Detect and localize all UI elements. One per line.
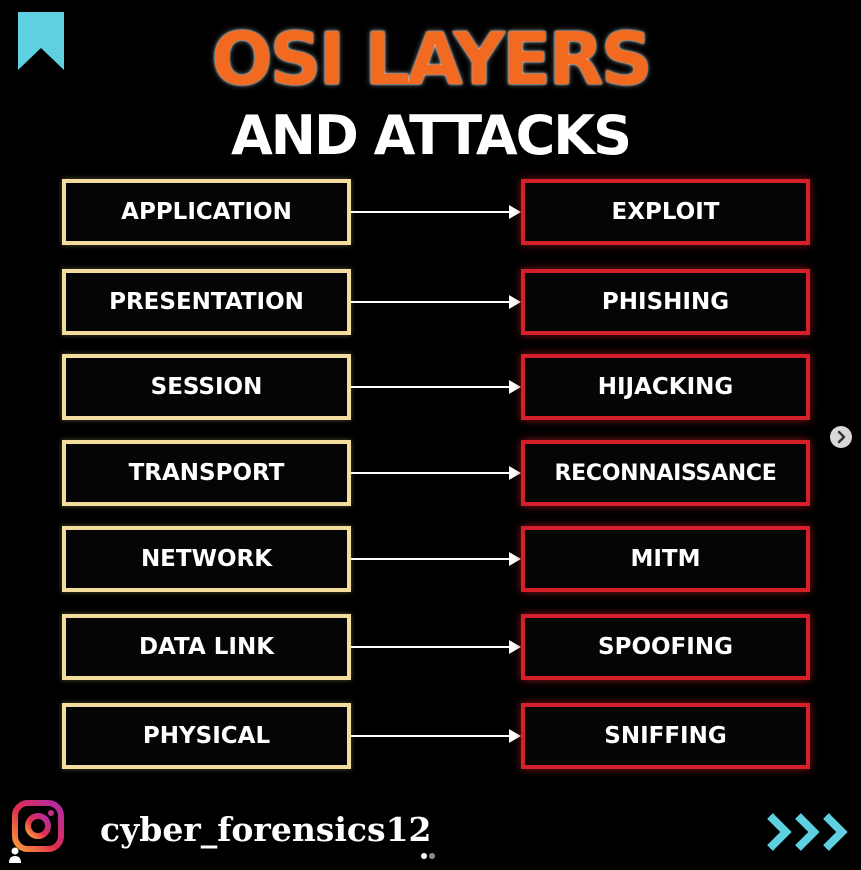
attack-box-spoofing: SPOOFING bbox=[521, 614, 810, 680]
layer-box-data-link: DATA LINK bbox=[62, 614, 351, 680]
arrow-connector bbox=[351, 466, 521, 480]
attack-box-hijacking: HIJACKING bbox=[521, 354, 810, 420]
layer-box-physical: PHYSICAL bbox=[62, 703, 351, 769]
instagram-icon bbox=[12, 800, 64, 852]
layer-box-transport: TRANSPORT bbox=[62, 440, 351, 506]
attack-box-sniffing: SNIFFING bbox=[521, 703, 810, 769]
attack-box-mitm: MITM bbox=[521, 526, 810, 592]
person-icon[interactable] bbox=[8, 846, 22, 864]
attack-box-reconnaissance: RECONNAISSANCE bbox=[521, 440, 810, 506]
arrow-connector bbox=[351, 295, 521, 309]
bookmark-icon[interactable] bbox=[18, 12, 64, 70]
attack-box-phishing: PHISHING bbox=[521, 269, 810, 335]
attack-box-exploit: EXPLOIT bbox=[521, 179, 810, 245]
chevron-right-icon[interactable] bbox=[829, 425, 853, 449]
title-line-2: AND ATTACKS bbox=[230, 104, 632, 167]
title-line-1: OSI LAYERS bbox=[211, 17, 652, 101]
arrow-connector bbox=[351, 640, 521, 654]
layer-box-session: SESSION bbox=[62, 354, 351, 420]
layer-box-presentation: PRESENTATION bbox=[62, 269, 351, 335]
triple-chevron-icon[interactable] bbox=[766, 808, 852, 856]
layer-box-network: NETWORK bbox=[62, 526, 351, 592]
account-handle[interactable]: cyber_forensics12 bbox=[100, 810, 432, 849]
carousel-dots-icon bbox=[421, 853, 435, 859]
arrow-connector bbox=[351, 729, 521, 743]
arrow-connector bbox=[351, 380, 521, 394]
arrow-connector bbox=[351, 552, 521, 566]
layer-box-application: APPLICATION bbox=[62, 179, 351, 245]
arrow-connector bbox=[351, 205, 521, 219]
